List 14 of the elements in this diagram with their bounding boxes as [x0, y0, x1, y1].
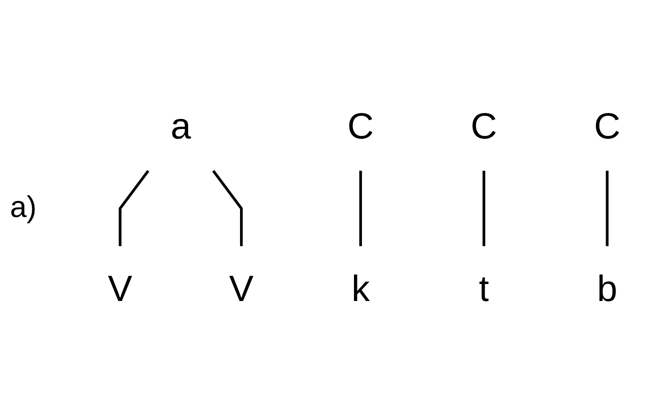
connector — [118, 170, 149, 246]
connector — [606, 170, 608, 246]
node-text: C — [594, 106, 620, 147]
panel-label: a) — [10, 191, 37, 225]
node-text: t — [478, 268, 489, 310]
node-text: V — [108, 268, 132, 310]
node-text: C — [470, 106, 497, 147]
node-text: b — [596, 268, 618, 310]
node-text: a — [170, 106, 191, 147]
connector — [358, 170, 362, 246]
node-text: V — [228, 268, 254, 310]
connector — [212, 170, 242, 246]
connector — [482, 170, 485, 246]
node-text: C — [347, 106, 374, 147]
